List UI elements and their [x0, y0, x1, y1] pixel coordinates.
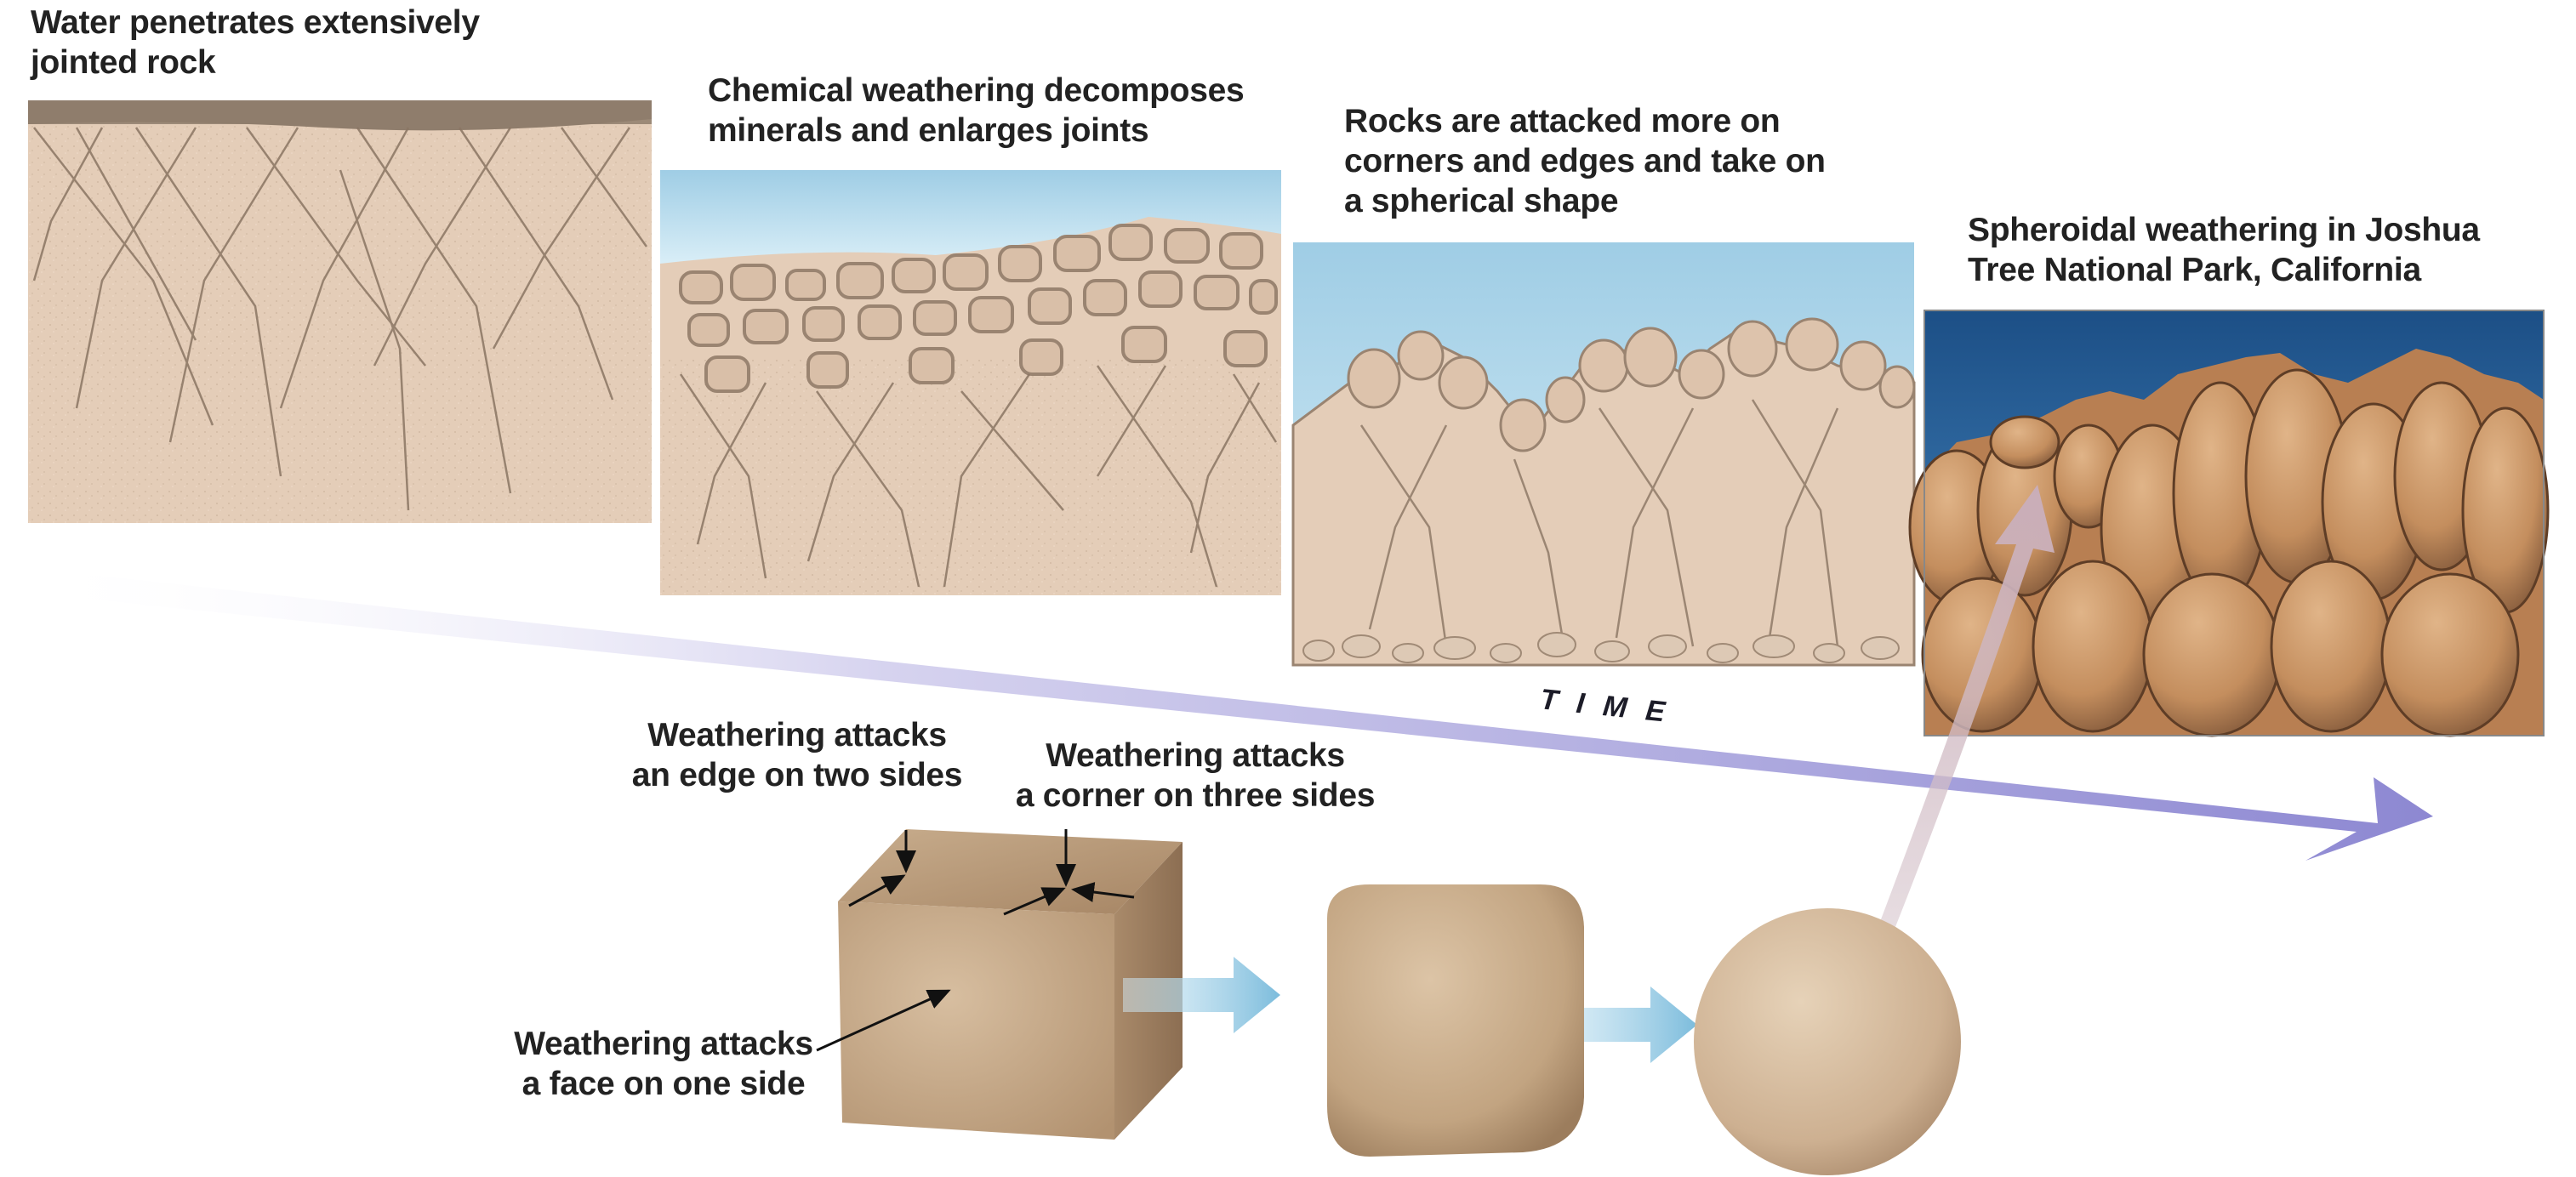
block-rounded [1327, 884, 1584, 1157]
caption-panel-3: Rocks are attacked more on corners and e… [1344, 102, 1826, 221]
caption-line: a spherical shape [1344, 182, 1619, 219]
caption-line: jointed rock [31, 43, 216, 81]
label-line: a face on one side [521, 1065, 806, 1102]
caption-line: Rocks are attacked more on [1344, 103, 1781, 139]
caption-line: Tree National Park, California [1968, 251, 2421, 288]
caption-line: Water penetrates extensively [31, 4, 480, 41]
panel-photo-joshua-tree [1908, 310, 2550, 737]
sphere-to-photo-arrow [1872, 485, 2055, 948]
annotation-pointers [816, 829, 1135, 1052]
block-sphere [1694, 908, 1961, 1175]
caption-panel-2: Chemical weathering decomposes minerals … [708, 71, 1245, 151]
flow-arrow-2 [1531, 987, 1697, 1063]
time-arrow [51, 571, 2433, 861]
label-line: Weathering attacks [647, 717, 947, 753]
caption-line: Spheroidal weathering in Joshua [1968, 212, 2480, 248]
label-line: Weathering attacks [1046, 737, 1345, 774]
label-line: Weathering attacks [514, 1026, 813, 1062]
caption-line: Chemical weathering decomposes [708, 72, 1245, 109]
label-face: Weathering attacks a face on one side [502, 1025, 825, 1105]
panel-chemical-weathering [660, 170, 1281, 595]
caption-line: minerals and enlarges joints [708, 111, 1149, 149]
panel-jointed-rock [28, 100, 652, 523]
panel-spherical-shapes [1291, 242, 1916, 667]
label-line: an edge on two sides [631, 756, 963, 793]
caption-line: corners and edges and take on [1344, 142, 1826, 179]
label-edge: Weathering attacks an edge on two sides [631, 716, 963, 796]
caption-panel-4: Spheroidal weathering in Joshua Tree Nat… [1968, 211, 2480, 291]
flow-arrow-1 [1123, 957, 1280, 1033]
label-line: a corner on three sides [1015, 776, 1376, 814]
caption-panel-1: Water penetrates extensively jointed roc… [31, 3, 480, 83]
label-corner: Weathering attacks a corner on three sid… [1008, 736, 1382, 816]
